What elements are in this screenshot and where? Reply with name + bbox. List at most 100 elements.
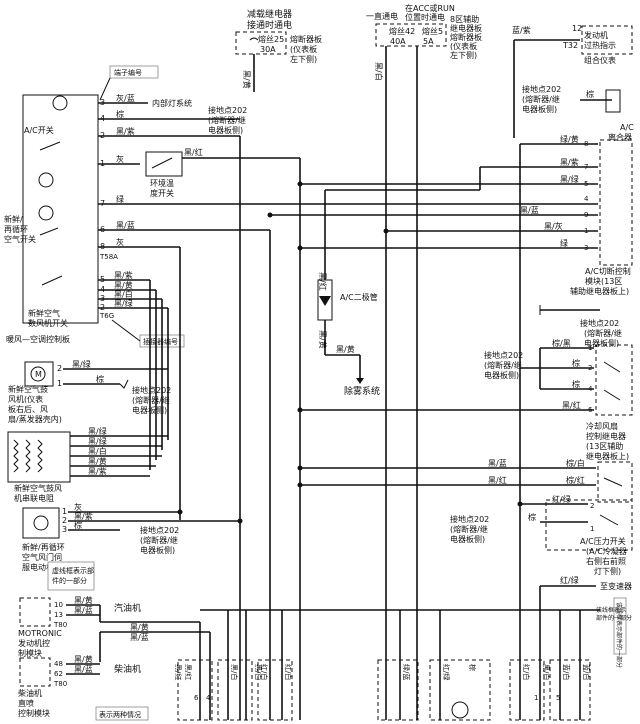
bpin-5: 5 <box>556 694 560 702</box>
pressure-switch-box <box>545 499 633 551</box>
cooling-relay-box <box>595 344 633 416</box>
motronic-2: 发动机控 <box>18 638 50 648</box>
wire-hei-hong: 黑/红 <box>184 147 203 157</box>
gasoline-label: 汽油机 <box>114 602 141 614</box>
cool-label-3: (13区辅助 <box>586 441 623 451</box>
wire-hei-bai: 黑/白 <box>114 289 133 299</box>
ac-diode: 黑/红 A/C二极管 黑/黄 黑/黄 除雾系统 <box>269 158 480 720</box>
servo-pin-2: 2 <box>62 516 67 525</box>
dashed-note-1: 虚线框表示部 <box>52 566 94 575</box>
fuse42-box <box>375 23 447 47</box>
wire-hei-zi2: 黑/紫 <box>114 271 133 280</box>
comp-wire-hei-lan: 黑/蓝 <box>520 205 539 215</box>
cluster-pin12: 12 <box>572 24 582 33</box>
cool-wire-zong2: 棕 <box>572 379 580 389</box>
comp-wire-hei-hui: 黑/灰 <box>544 221 563 231</box>
clutch-label-1: A/C <box>620 123 634 132</box>
fuse42-label: 熔丝42 <box>389 26 415 36</box>
comp-wire-hei-lv: 黑/绿 <box>560 175 579 184</box>
wire-hei-zi: 黑/紫 <box>116 127 135 136</box>
clutch-label-2: 离合器 <box>608 132 632 142</box>
motronic-module: 虚线框表示部 件的一部分 10 13 T80 黑/黄 黑/蓝 汽油机 MOTRO… <box>18 561 210 675</box>
fresh-switch-1: 新鲜/ <box>4 214 23 224</box>
defrost-arrow <box>356 378 364 384</box>
bpin-1: 1 <box>534 694 538 702</box>
ps-label-3: 右侧右前照 <box>586 556 626 566</box>
fuse5-label: 熔丝5 <box>422 26 443 36</box>
servo-label-3: 服电动机 <box>22 562 54 572</box>
diesel-pin-62: 62 <box>54 670 63 678</box>
cluster-label: 组合仪表 <box>584 55 616 65</box>
bwa-0: 黑/红 <box>174 664 183 680</box>
ground-panel-1: 接地点202 <box>208 105 247 115</box>
blower-pin-2: 2 <box>57 364 62 373</box>
blower-motor-4: 扇/蒸发器壳内) <box>8 414 62 424</box>
ps-pin-1: 1 <box>590 525 594 533</box>
bottom-motor-icon <box>451 701 469 719</box>
ac-switch-label: A/C开关 <box>24 125 54 135</box>
res-wire-4: 黑/黄 <box>88 456 107 466</box>
cluster-block: 蓝/紫 12 T32 发动机 过热指示 组合仪表 <box>512 24 633 138</box>
fan-switch-1: 新鲜空气 <box>28 308 60 318</box>
diesel-wire-hei-huang: 黑/黄 <box>74 654 93 664</box>
dashed-note-2: 件的一部分 <box>52 576 87 585</box>
cool-ground-top-1: 接地点202 <box>580 318 619 328</box>
diesel-box <box>19 657 51 687</box>
wire-label-hei-bai: 黑/白 <box>374 62 384 81</box>
blower-motor: M 2 1 黑/绿 棕 接地点202 (熔断器/继 电器板侧) 新鲜空气鼓 风机… <box>7 360 171 503</box>
motronic-1: MOTRONIC <box>18 629 62 638</box>
bpin-4: 4 <box>206 694 211 702</box>
mot-wire-hei-huang: 黑/黄 <box>74 595 93 605</box>
diesel-pin-48: 48 <box>54 660 63 668</box>
fuse42-rating: 40A <box>390 37 406 46</box>
defrost-label: 除雾系统 <box>344 385 380 397</box>
bwb-1: 红/白 <box>260 664 269 680</box>
switch-contacts <box>39 141 63 286</box>
lbl-lan-zi: 蓝/紫 <box>512 25 531 35</box>
blower-ground-2: (熔断器/继 <box>132 395 170 405</box>
door-servo-motor: 1 2 3 灰 黑/紫 棕 接地点202 (熔断器/继 电器板侧) 新鲜/再循环… <box>22 502 240 572</box>
cool-ground-top-2: (熔断器/继 <box>584 328 622 338</box>
junctions <box>177 181 523 524</box>
motronic-3: 制模块 <box>18 648 42 658</box>
direct-power-label: 一直通电 <box>366 11 398 21</box>
blower-motor-1: 新鲜空气鼓 <box>8 384 48 394</box>
to-interior-light: 内部灯系统 <box>152 98 192 108</box>
cluster-box <box>581 25 633 55</box>
cluster-pin-t32: T32 <box>562 41 578 50</box>
ground-panel-3: 电器板侧) <box>208 125 243 135</box>
diesel-label-1: 柴油机 <box>18 688 42 698</box>
res-wire-5: 黑/紫 <box>88 467 107 476</box>
diesel-label-2: 直喷 <box>18 698 34 708</box>
fuse42-block: 一直通电 在ACC或RUN 位置时通电 熔丝42 40A 熔丝5 5A 8区辅助… <box>366 3 482 720</box>
panel-title: 暖风—空调控制板 <box>6 334 70 344</box>
fusebox-left-2: (仪表板 <box>290 44 317 54</box>
lamp3-icon <box>38 205 54 221</box>
engine-overheat-1: 发动机 <box>584 30 608 40</box>
comp-wire-hei-zi: 黑/紫 <box>560 158 579 167</box>
mot-wire-hei-lan: 黑/蓝 <box>74 605 93 615</box>
lamp1-icon <box>52 95 68 111</box>
callout-terminal <box>109 65 159 79</box>
fusebox-right-3: 左下侧) <box>450 50 477 60</box>
ambient-switch-contact <box>151 157 173 169</box>
servo-wire-hui: 灰 <box>74 502 82 512</box>
res-wire-3: 黑/白 <box>88 446 107 456</box>
ps-label-1: A/C压力开关 <box>580 536 626 546</box>
fusebox-right-2: (仪表板 <box>450 41 477 51</box>
lamp2-icon <box>38 172 54 188</box>
diesel-note: 表示两种情况 <box>99 710 141 719</box>
servo-ground-3: 电器板侧) <box>140 545 175 555</box>
motronic-box <box>19 597 51 627</box>
rl-red-green-2: 红/绿 <box>560 575 579 585</box>
blower-pin-1: 1 <box>57 379 62 388</box>
bwc-1: 黑/白 <box>542 664 551 680</box>
fuse25-rating: 30A <box>260 45 276 54</box>
blower-ground-3: 电器板侧) <box>132 405 167 415</box>
acc-run-2: 位置时通电 <box>405 12 445 22</box>
wire-label-hei-huang: 黑/黄 <box>242 70 252 89</box>
ac-cutoff-module: 接地点202 (熔断器/继 电器板侧) 棕 A/C 离合器 8 7 5 4 9 … <box>270 84 634 315</box>
diesel-pin-t80: T80 <box>53 680 67 688</box>
diode-label: A/C二极管 <box>340 292 378 302</box>
